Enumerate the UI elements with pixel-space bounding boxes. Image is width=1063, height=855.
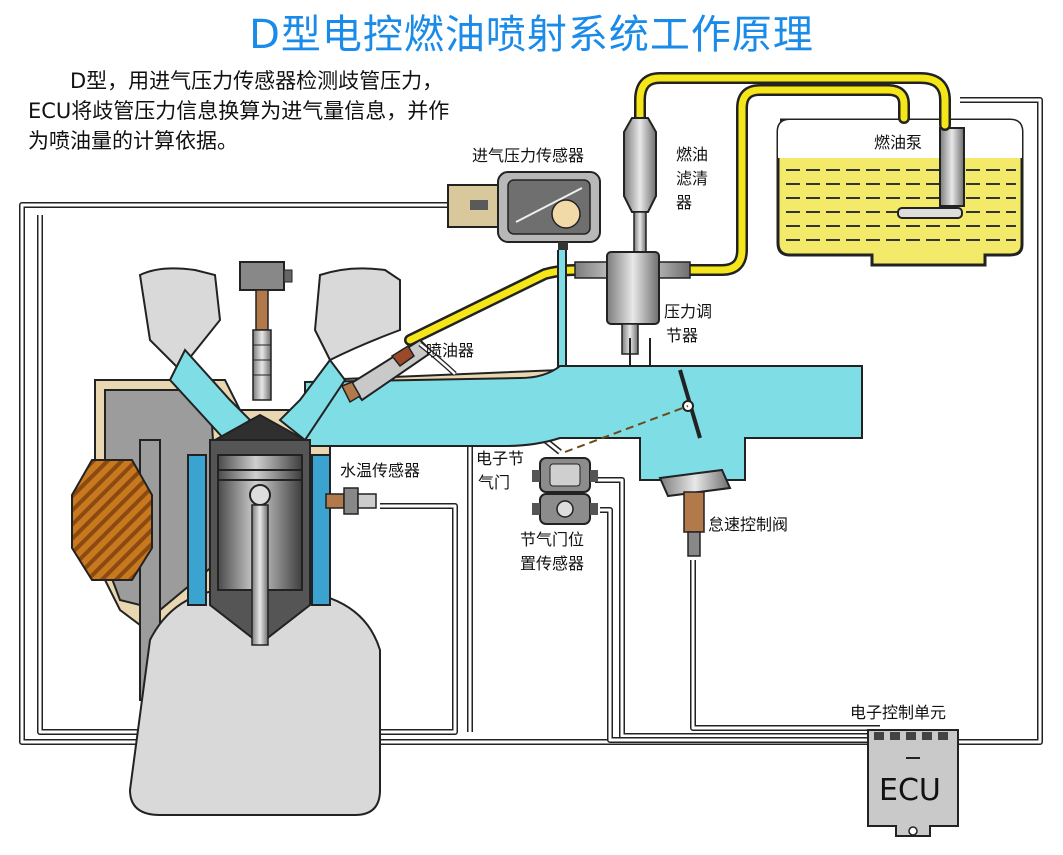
label-fuel-filter-3: 器 <box>676 193 692 212</box>
label-idle-control-valve: 怠速控制阀 <box>708 515 788 534</box>
label-fuel-pump: 燃油泵 <box>874 133 922 152</box>
fuel-lines <box>404 72 951 346</box>
fuel-injector <box>340 338 457 404</box>
label-pressure-regulator-2: 节器 <box>666 326 698 345</box>
label-fuel-filter-2: 滤清 <box>676 169 708 188</box>
fuel-tank <box>776 118 1024 267</box>
label-fuel-filter-1: 燃油 <box>676 145 708 164</box>
label-injector: 喷油器 <box>426 341 474 360</box>
catalytic-converter <box>71 459 153 581</box>
pressure-regulator <box>574 251 691 355</box>
spark-plug <box>239 261 293 401</box>
description-text: D型，用进气压力传感器检测歧管压力，ECU将歧管压力信息换算为进气量信息，并作为… <box>28 69 450 153</box>
label-coolant-temp-sensor: 水温传感器 <box>340 461 420 480</box>
label-pressure-regulator-1: 压力调 <box>664 302 712 321</box>
label-intake-pressure-sensor: 进气压力传感器 <box>472 146 584 165</box>
fuel-pump-body <box>939 127 965 207</box>
intake-pressure-sensor <box>447 171 601 370</box>
electronic-throttle <box>532 457 598 525</box>
fuel-filter <box>623 117 657 253</box>
label-ecu-title: 电子控制单元 <box>850 703 946 722</box>
diagram-title: D型电控燃油喷射系统工作原理 <box>249 12 814 58</box>
cylinder-head <box>138 267 401 442</box>
label-tps-2: 置传感器 <box>520 554 584 573</box>
label-ecu-box: ECU <box>879 773 941 808</box>
label-tps-1: 节气门位 <box>520 530 584 549</box>
coolant-temp-sensor <box>325 487 377 515</box>
label-electronic-throttle-2: 气门 <box>478 473 510 492</box>
idle-control-valve <box>658 468 732 557</box>
piston <box>209 413 311 646</box>
coolant-jacket <box>187 454 331 606</box>
label-electronic-throttle-1: 电子节 <box>476 449 524 468</box>
ecu-unit <box>867 729 959 837</box>
intake-manifold <box>304 338 863 481</box>
